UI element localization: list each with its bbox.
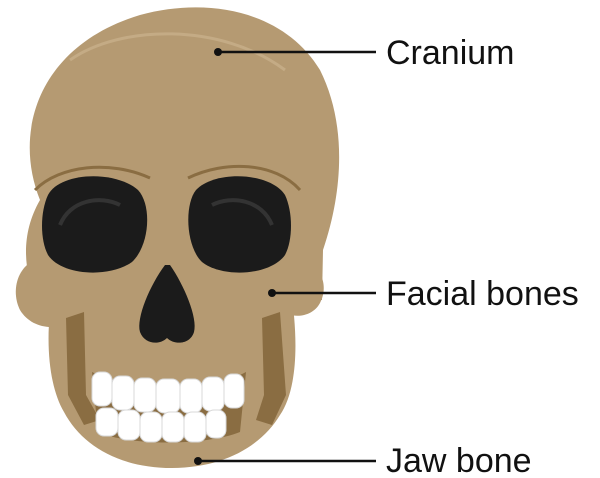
jaw-bone-callout: Jaw bone [194,442,532,478]
upper-teeth [91,371,245,414]
left-socket-sheen [58,198,121,226]
cranium-label: Cranium [386,34,514,72]
left-ramus-shadow [66,312,100,425]
lower-teeth [95,407,227,443]
right-socket-sheen [211,198,274,226]
left-orbit-rim [33,165,151,192]
facial-bones-label: Facial bones [386,275,579,313]
jaw-bone-label: Jaw bone [386,442,532,478]
left-eye-socket [42,176,148,273]
facial-bones-callout: Facial bones [268,275,579,313]
right-orbit-rim [187,164,302,192]
cranium-callout: Cranium [214,34,514,72]
right-ramus-shadow [256,312,286,425]
right-eye-socket [188,176,291,273]
cranium-highlight [69,32,286,72]
skull [15,7,340,468]
nasal-cavity [139,265,195,343]
